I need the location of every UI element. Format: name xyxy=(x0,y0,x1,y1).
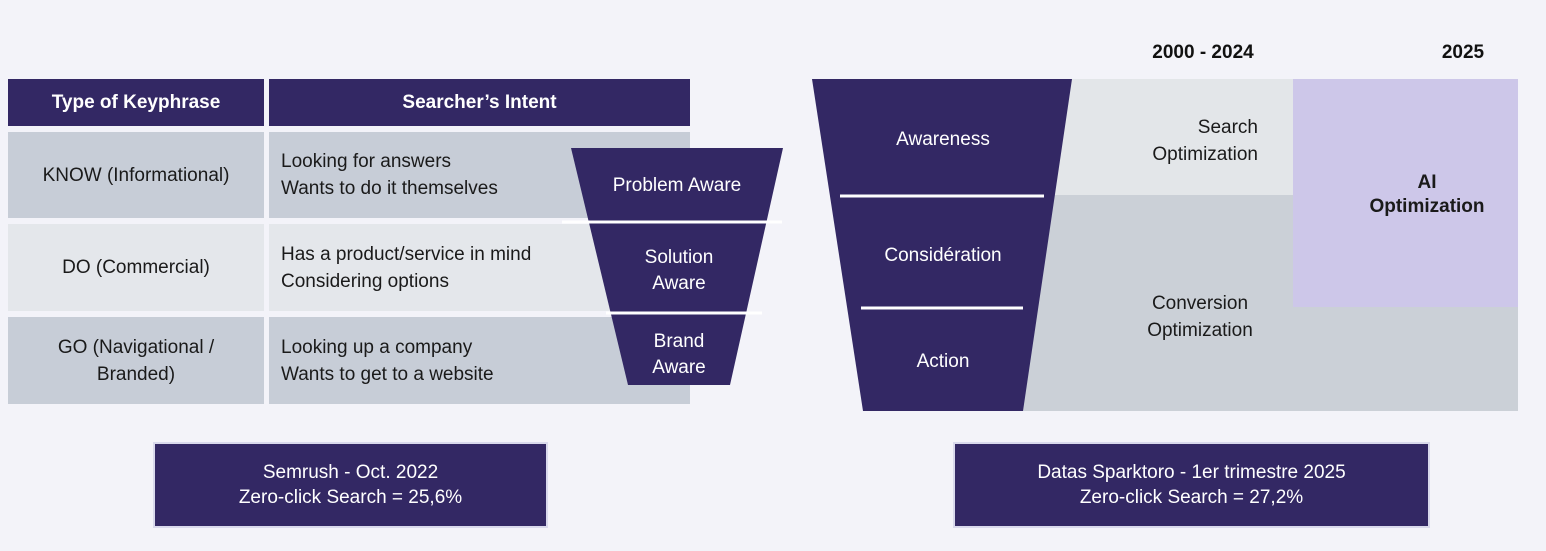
awareness-funnel-polygon xyxy=(571,148,783,385)
source-box-semrush: Semrush - Oct. 2022 Zero-click Search = … xyxy=(153,442,548,528)
source-sparktoro-zero-click: Zero-click Search = 27,2% xyxy=(1079,487,1304,508)
source-sparktoro-line1: Datas Sparktoro - 1er trimestre 2025 xyxy=(1037,462,1346,483)
awareness-funnel-shape xyxy=(562,148,783,385)
table-cell-do-type: DO (Commercial) xyxy=(8,224,264,311)
funnel-stage-problem-aware: Problem Aware xyxy=(612,175,742,196)
funnel-stage-consideration: Considération xyxy=(884,245,1002,266)
funnel-stage-awareness: Awareness xyxy=(896,129,990,150)
ai-optimization-label: AI Optimization xyxy=(1369,172,1485,217)
table-header-type-of-keyphrase: Type of Keyphrase xyxy=(8,79,264,126)
period-label-2000-2024: 2000 - 2024 xyxy=(1152,42,1254,63)
ai-optimization-block xyxy=(1293,79,1518,307)
table-cell-know-type: KNOW (Informational) xyxy=(8,132,264,218)
table-header-searchers-intent: Searcher’s Intent xyxy=(269,79,690,126)
funnel-stage-solution-aware: Solution Aware xyxy=(644,247,714,294)
journey-funnel-polygon xyxy=(812,79,1072,411)
source-box-sparktoro: Datas Sparktoro - 1er trimestre 2025 Zer… xyxy=(953,442,1430,528)
journey-funnel-shape xyxy=(812,79,1072,411)
source-semrush-zero-click: Zero-click Search = 25,6% xyxy=(238,487,463,508)
table-cell-go-type: GO (Navigational / Branded) xyxy=(8,317,264,404)
conversion-optimization-label: Conversion Optimization xyxy=(1147,293,1253,341)
search-optimization-label: Search Optimization xyxy=(1152,117,1258,165)
funnel-stage-brand-aware: Brand Aware xyxy=(652,331,706,378)
period-label-2025: 2025 xyxy=(1441,42,1485,63)
source-semrush-line1: Semrush - Oct. 2022 xyxy=(262,462,439,483)
funnel-stage-action: Action xyxy=(916,351,970,372)
